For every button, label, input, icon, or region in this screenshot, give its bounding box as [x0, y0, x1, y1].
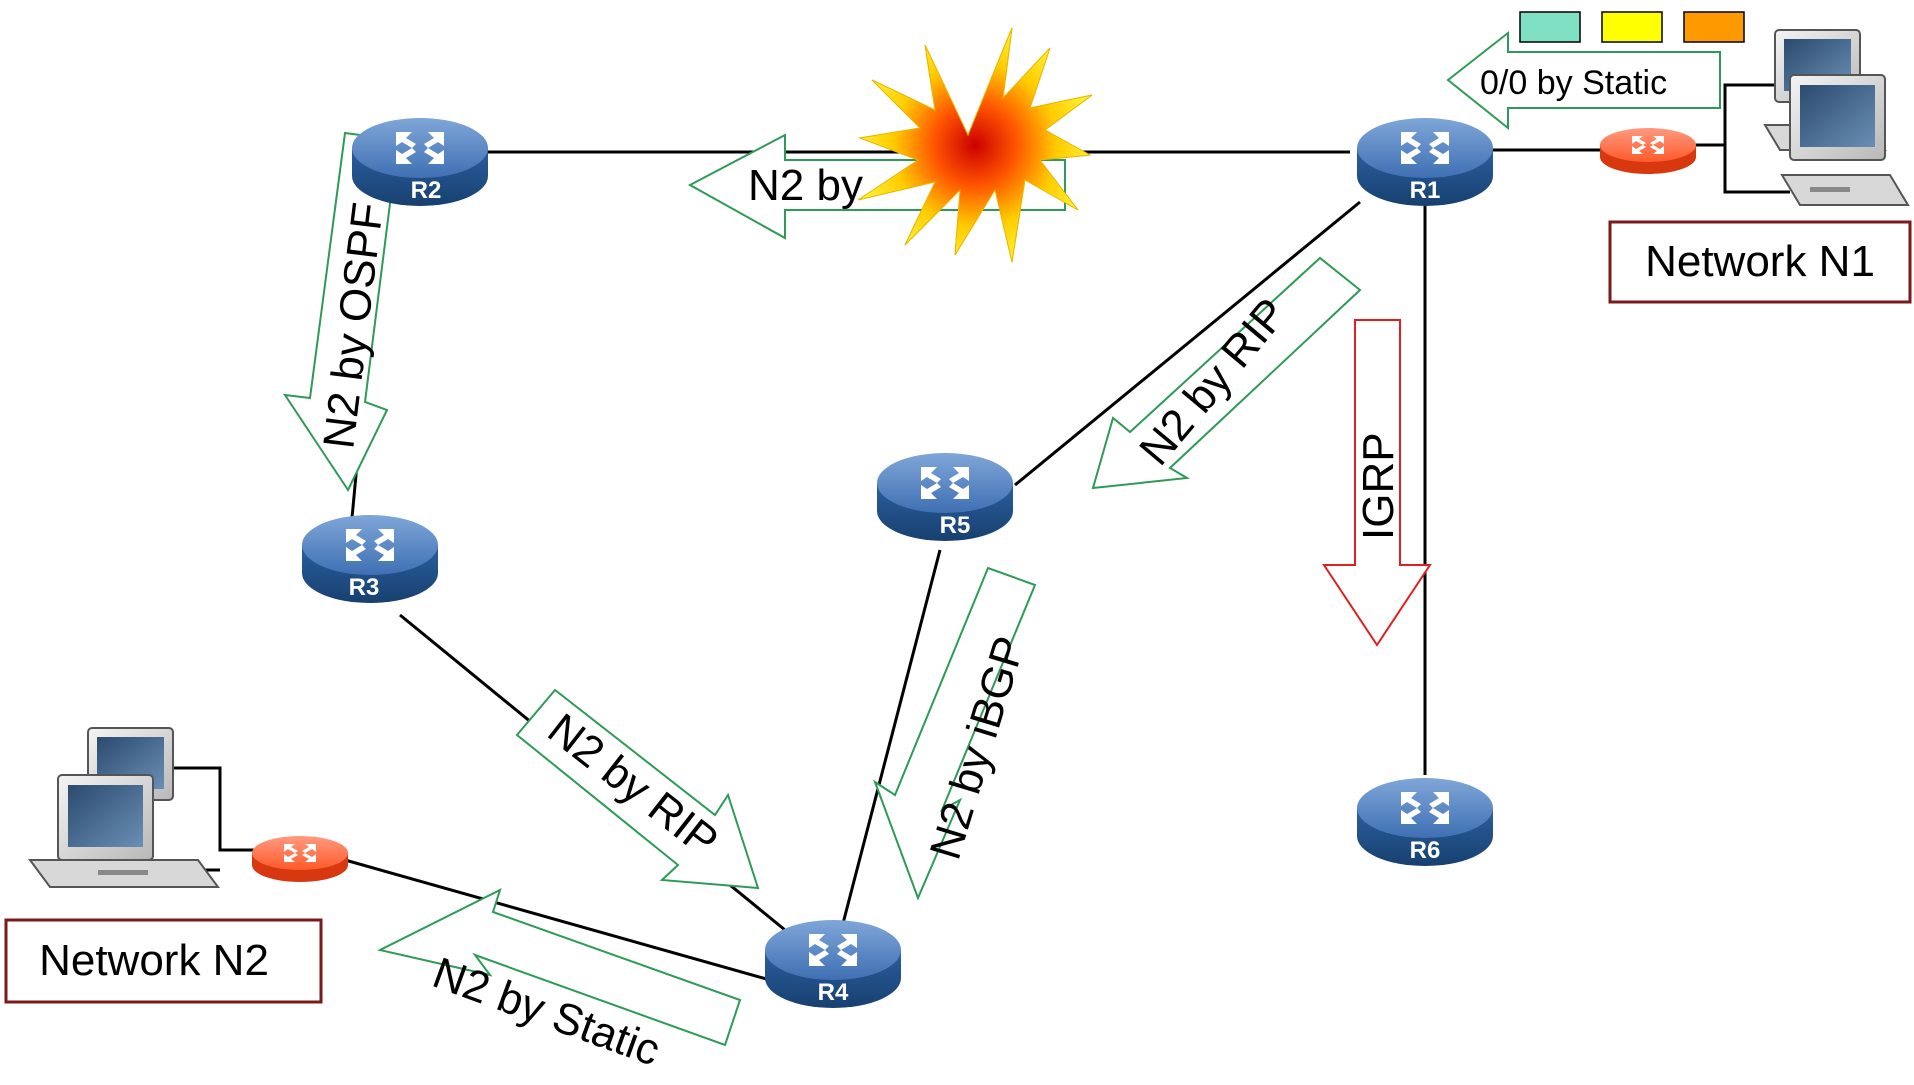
router-r5-label: R5	[940, 512, 971, 539]
arrow-static-default: 0/0 by Static	[1446, 30, 1721, 131]
router-r1-label: R1	[1410, 177, 1441, 204]
arrow-rip-r3-r4: N2 by RIP	[515, 688, 760, 890]
hosts-n2-computer-icon	[28, 727, 220, 888]
arrow-rip-r1-r5-label: N2 by RIP	[1130, 289, 1296, 474]
edge-router-arrows-icon	[284, 844, 316, 862]
network-n1-label: Network N1	[1645, 237, 1875, 286]
router-r6[interactable]: R6	[1357, 778, 1493, 866]
router-r4[interactable]: R4	[765, 920, 901, 1008]
link-failure-burst-overlay-icon	[857, 27, 1093, 263]
router-r3[interactable]: R3	[302, 515, 438, 603]
arrow-static-default-label: 0/0 by Static	[1480, 64, 1667, 102]
link-r4-edge-n2	[344, 858, 771, 982]
link-r1-r5	[1014, 200, 1361, 487]
arrow-igrp-label: IGRP	[1354, 432, 1403, 540]
links	[160, 83, 1790, 982]
link-edge-n1-hosts	[1695, 143, 1790, 194]
hosts-n1-computer-icon	[1763, 29, 1910, 206]
router-r2[interactable]: R2	[352, 118, 488, 206]
link-r5-r4	[838, 549, 942, 936]
network-n1-box: Network N1	[1608, 220, 1912, 304]
color-legend	[1519, 11, 1745, 43]
legend-swatch-yellow	[1601, 11, 1663, 43]
router-arrows-icon	[809, 934, 857, 966]
link-edge-n1-hosts-2	[1723, 83, 1775, 145]
edge-router-n2[interactable]	[252, 836, 348, 882]
edge-router-n1[interactable]	[1600, 128, 1696, 174]
router-r4-label: R4	[818, 979, 849, 1006]
legend-swatch-orange	[1683, 11, 1745, 43]
router-r6-label: R6	[1410, 837, 1441, 864]
router-r3-label: R3	[349, 574, 380, 601]
network-n2-label: Network N2	[39, 936, 269, 985]
arrow-igrp: IGRP	[1322, 319, 1432, 647]
router-arrows-icon	[1401, 132, 1449, 164]
link-edge-n2-hosts	[165, 766, 255, 852]
legend-swatch-teal	[1519, 11, 1581, 43]
router-arrows-icon	[346, 529, 394, 561]
router-r1[interactable]: R1	[1357, 118, 1493, 206]
router-arrows-icon	[1401, 792, 1449, 824]
router-r2-label: R2	[411, 177, 442, 204]
router-arrows-icon	[921, 467, 969, 499]
router-r5[interactable]: R5	[877, 453, 1013, 541]
arrow-ibgp: N2 by iBGP	[873, 566, 1037, 901]
arrow-r1-to-r2-label: N2 by	[748, 161, 863, 210]
arrow-rip-r3-r4-label: N2 by RIP	[539, 704, 727, 866]
arrow-rip-r1-r5: N2 by RIP	[1091, 256, 1362, 490]
arrow-static-n2: N2 by Static	[377, 888, 742, 1076]
edge-router-arrows-icon	[1632, 136, 1664, 154]
router-arrows-icon	[396, 132, 444, 164]
network-n2-box: Network N2	[4, 918, 323, 1004]
